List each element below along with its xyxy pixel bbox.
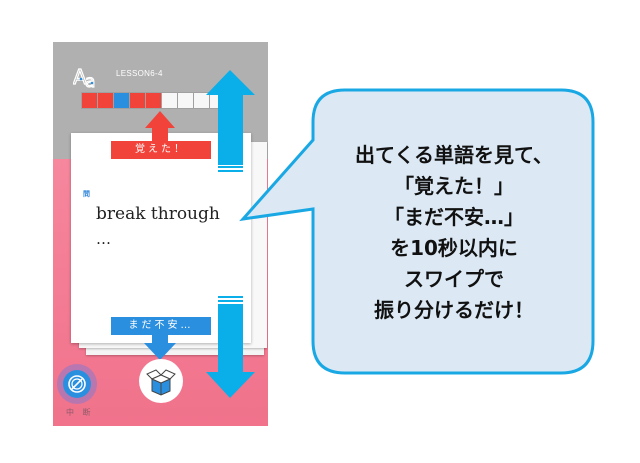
arrow-overlay [144,70,255,398]
callout-line: 「まだ不安…」 [384,205,524,229]
progress-cell [178,93,193,108]
lesson-label: LESSON6-4 [116,69,163,78]
question-badge: 問 [83,190,90,198]
progress-cell [146,93,161,108]
swipe-up-arrow-icon [206,70,255,172]
progress-cell [162,93,177,108]
callout-line: 出てくる単語を見て、 [355,143,553,167]
callout-line: 振り分けるだけ！ [374,298,534,322]
progress-cell [82,93,97,108]
progress-cell [114,93,129,108]
font-Aa-icon: A a [73,64,96,90]
pause-prohibit-icon [68,375,86,393]
card-word: break through [96,204,220,224]
progress-cell [194,93,209,108]
unsure-arrow-icon [144,334,176,360]
svg-text:a: a [85,72,95,90]
swipe-down-arrow-icon [206,296,255,398]
callout-line: を10秒以内に [390,236,518,260]
open-box-icon [146,369,176,396]
known-arrow-icon [145,111,175,142]
callout-text: 出てくる単語を見て、 「覚えた！」 「まだ不安…」 を10秒以内に スワイプで … [318,140,590,326]
progress-cell [130,93,145,108]
pause-button[interactable] [63,370,91,398]
unsure-box-button[interactable] [139,359,183,403]
pause-label: 中 断 [66,408,94,417]
known-label: 覚えた！ [111,141,211,159]
progress-cell [98,93,113,108]
unsure-label: まだ不安… [111,317,211,335]
callout-line: スワイプで [404,267,504,291]
svg-text:A: A [73,65,87,89]
callout-line: 「覚えた！」 [394,174,514,198]
card-continuation: … [96,230,111,248]
phone-screen: A a LESSON6-4 問 break through … [53,42,268,426]
